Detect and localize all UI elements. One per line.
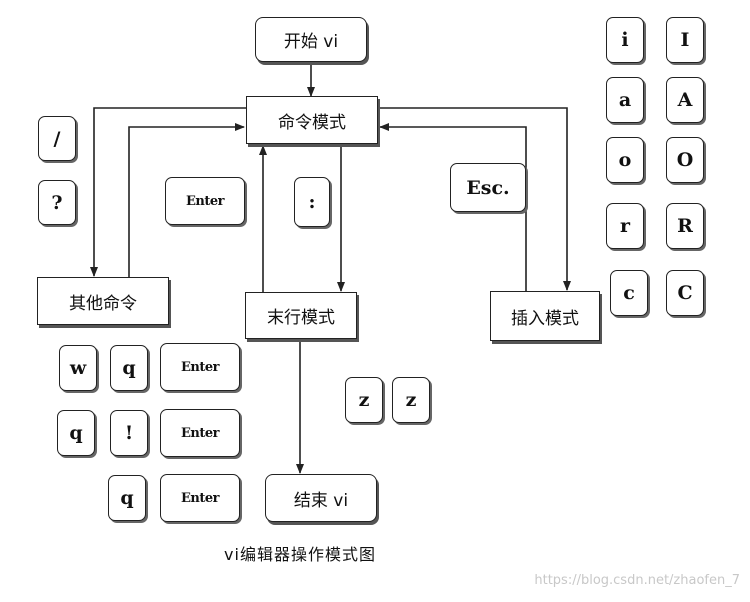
last-line-mode-node: 末行模式 (245, 292, 357, 339)
key-enter-row1: Enter (160, 343, 240, 391)
end-vi-node: 结束 vi (265, 474, 377, 522)
key-i-upper: I (666, 17, 704, 63)
key-r-lower: r (606, 203, 644, 249)
end-vi-label: 结束 vi (293, 490, 349, 511)
key-q-row2: q (57, 410, 95, 456)
key-o-lower: o (606, 137, 644, 183)
key-r-upper: R (666, 203, 704, 249)
other-commands-label: 其他命令 (69, 293, 137, 314)
key-c-upper: C (666, 270, 704, 316)
key-colon: : (294, 177, 330, 227)
key-z-first: z (345, 377, 383, 423)
key-bang: ! (110, 410, 148, 456)
key-o-upper: O (666, 137, 704, 183)
key-enter-return: Enter (165, 177, 245, 225)
key-enter-row3: Enter (160, 474, 240, 522)
arrow-command-to-other (90, 107, 246, 277)
watermark-url: https://blog.csdn.net/zhaofen_7 (534, 573, 740, 588)
key-slash: / (38, 116, 76, 161)
key-a-upper: A (666, 77, 704, 123)
key-esc: Esc. (450, 163, 526, 212)
insert-mode-label: 插入模式 (511, 308, 579, 329)
arrow-command-to-insert (378, 107, 571, 291)
start-vi-label: 开始 vi (283, 32, 339, 52)
last-line-mode-label: 末行模式 (267, 308, 335, 328)
key-question: ? (38, 180, 76, 225)
other-commands-node: 其他命令 (37, 277, 169, 325)
key-q-row1: q (110, 345, 148, 391)
arrow-other-to-command (128, 123, 245, 277)
start-vi-node: 开始 vi (255, 17, 367, 62)
key-c-lower: c (610, 270, 648, 316)
key-i-lower: i (606, 17, 644, 63)
key-a-lower: a (606, 77, 644, 123)
insert-mode-node: 插入模式 (490, 291, 600, 341)
key-z-second: z (392, 377, 430, 423)
key-enter-row2: Enter (160, 409, 240, 457)
arrow-insert-to-command (379, 123, 527, 292)
command-mode-label: 命令模式 (278, 112, 346, 133)
key-q-row3: q (108, 475, 146, 521)
key-w: w (59, 345, 97, 391)
command-mode-node: 命令模式 (246, 96, 378, 144)
diagram-caption: vi编辑器操作模式图 (224, 545, 376, 564)
